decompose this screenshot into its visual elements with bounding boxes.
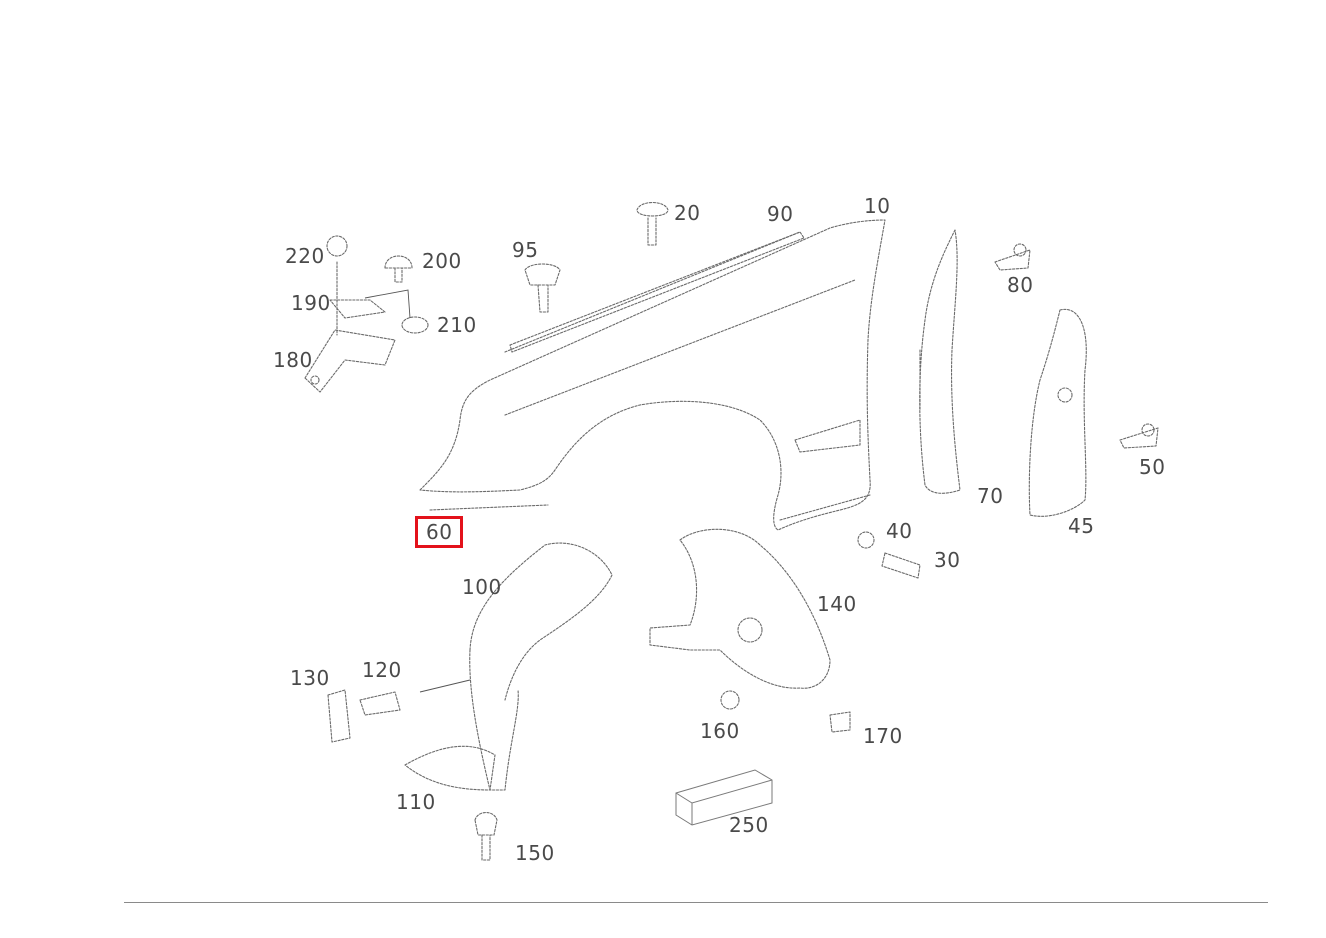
- callout-80[interactable]: 80: [1007, 273, 1034, 297]
- splash-guard-part-70[interactable]: [919, 229, 961, 494]
- clip-part-95[interactable]: [524, 263, 561, 313]
- wheel-liner-part-100[interactable]: [404, 542, 613, 791]
- callout-170[interactable]: 170: [863, 724, 903, 748]
- callout-20[interactable]: 20: [674, 201, 701, 225]
- callout-60[interactable]: 60: [415, 516, 464, 548]
- callout-90[interactable]: 90: [767, 202, 794, 226]
- lower-strip-part-60[interactable]: [429, 504, 549, 511]
- callout-210[interactable]: 210: [437, 313, 477, 337]
- package-part-250[interactable]: [675, 769, 773, 826]
- callout-40[interactable]: 40: [886, 519, 913, 543]
- footer-divider: [124, 902, 1268, 903]
- clip-part-130[interactable]: [327, 689, 351, 743]
- callout-10[interactable]: 10: [864, 194, 891, 218]
- callout-180[interactable]: 180: [273, 348, 313, 372]
- screw-part-20[interactable]: [636, 201, 669, 246]
- callout-220[interactable]: 220: [285, 244, 325, 268]
- callout-100[interactable]: 100: [462, 575, 502, 599]
- callout-190[interactable]: 190: [291, 291, 331, 315]
- callout-140[interactable]: 140: [817, 592, 857, 616]
- bolt-part-30[interactable]: [881, 552, 921, 579]
- liner-part-45[interactable]: [1028, 308, 1087, 517]
- callout-70[interactable]: 70: [977, 484, 1004, 508]
- bracket-assembly-part-180[interactable]: [304, 235, 429, 393]
- wheel-liner-part-140[interactable]: [649, 528, 831, 689]
- fastener-part-80[interactable]: [994, 243, 1031, 271]
- callout-45[interactable]: 45: [1068, 514, 1095, 538]
- callout-110[interactable]: 110: [396, 790, 436, 814]
- fastener-part-50[interactable]: [1119, 423, 1159, 449]
- callout-160[interactable]: 160: [700, 719, 740, 743]
- screw-part-170[interactable]: [829, 711, 851, 733]
- callout-200[interactable]: 200: [422, 249, 462, 273]
- clip-part-120[interactable]: [359, 679, 471, 716]
- callout-250[interactable]: 250: [729, 813, 769, 837]
- callout-50[interactable]: 50: [1139, 455, 1166, 479]
- screw-part-150[interactable]: [474, 811, 498, 861]
- callout-95[interactable]: 95: [512, 238, 539, 262]
- fender-part-10[interactable]: [419, 219, 886, 531]
- nut-part-40[interactable]: [857, 531, 875, 549]
- callout-30[interactable]: 30: [934, 548, 961, 572]
- nut-part-160[interactable]: [720, 690, 740, 710]
- callout-150[interactable]: 150: [515, 841, 555, 865]
- callout-120[interactable]: 120: [362, 658, 402, 682]
- callout-130[interactable]: 130: [290, 666, 330, 690]
- trim-strip-part-90[interactable]: [509, 231, 805, 353]
